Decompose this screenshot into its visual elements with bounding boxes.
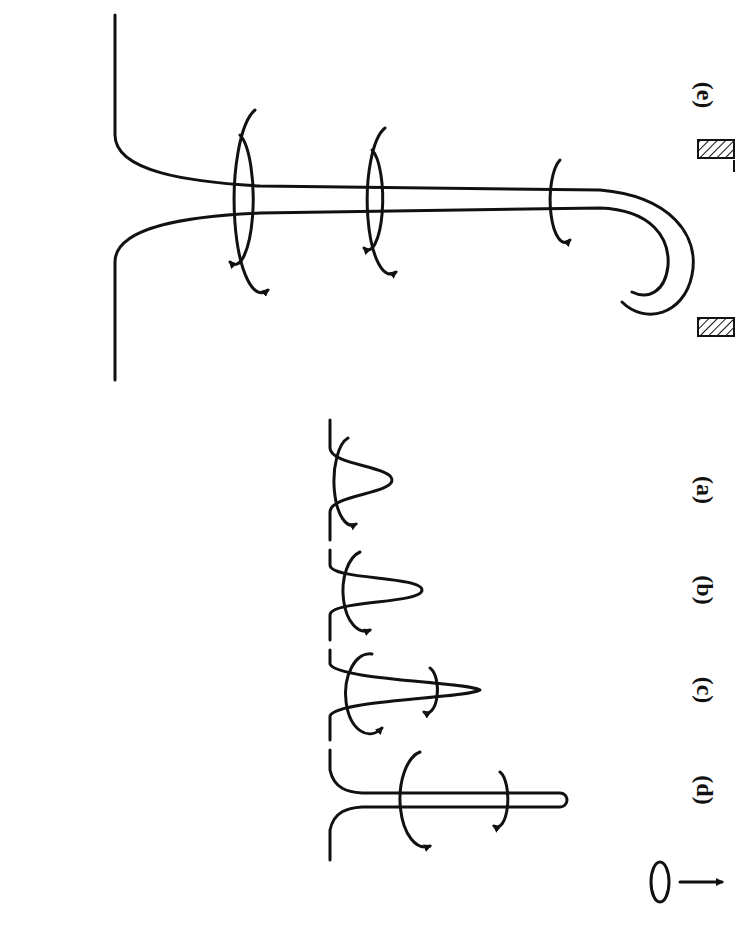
swirl-arrow: [334, 438, 356, 525]
swirl-arrow: [346, 654, 382, 734]
swirl-arrow: [494, 772, 508, 827]
free-surface: [330, 550, 422, 640]
free-surface: [115, 208, 668, 380]
motion-arrow: [680, 881, 722, 884]
pipe-wall: [733, 160, 735, 172]
free-surface: [330, 650, 480, 740]
swirl-arrow: [234, 110, 268, 293]
swirl-arrow: [230, 135, 253, 265]
free-surface: [115, 15, 693, 314]
panel-label: (e): [692, 80, 718, 111]
panel-label: (a): [692, 474, 718, 506]
panel-label: (b): [692, 573, 718, 606]
panel-label: (c): [692, 675, 718, 706]
swirl-arrow: [343, 552, 370, 631]
swirl-arrow: [400, 752, 430, 847]
pipe-wall: [698, 318, 734, 336]
free-surface: [330, 420, 392, 540]
panel-label: (d): [692, 773, 718, 806]
swirl-arrow: [424, 668, 437, 713]
vortex-ring: [651, 862, 669, 902]
free-surface: [330, 750, 567, 860]
swirl-arrow: [364, 150, 383, 250]
swirl-arrow: [550, 160, 570, 242]
pipe-wall: [698, 140, 734, 158]
